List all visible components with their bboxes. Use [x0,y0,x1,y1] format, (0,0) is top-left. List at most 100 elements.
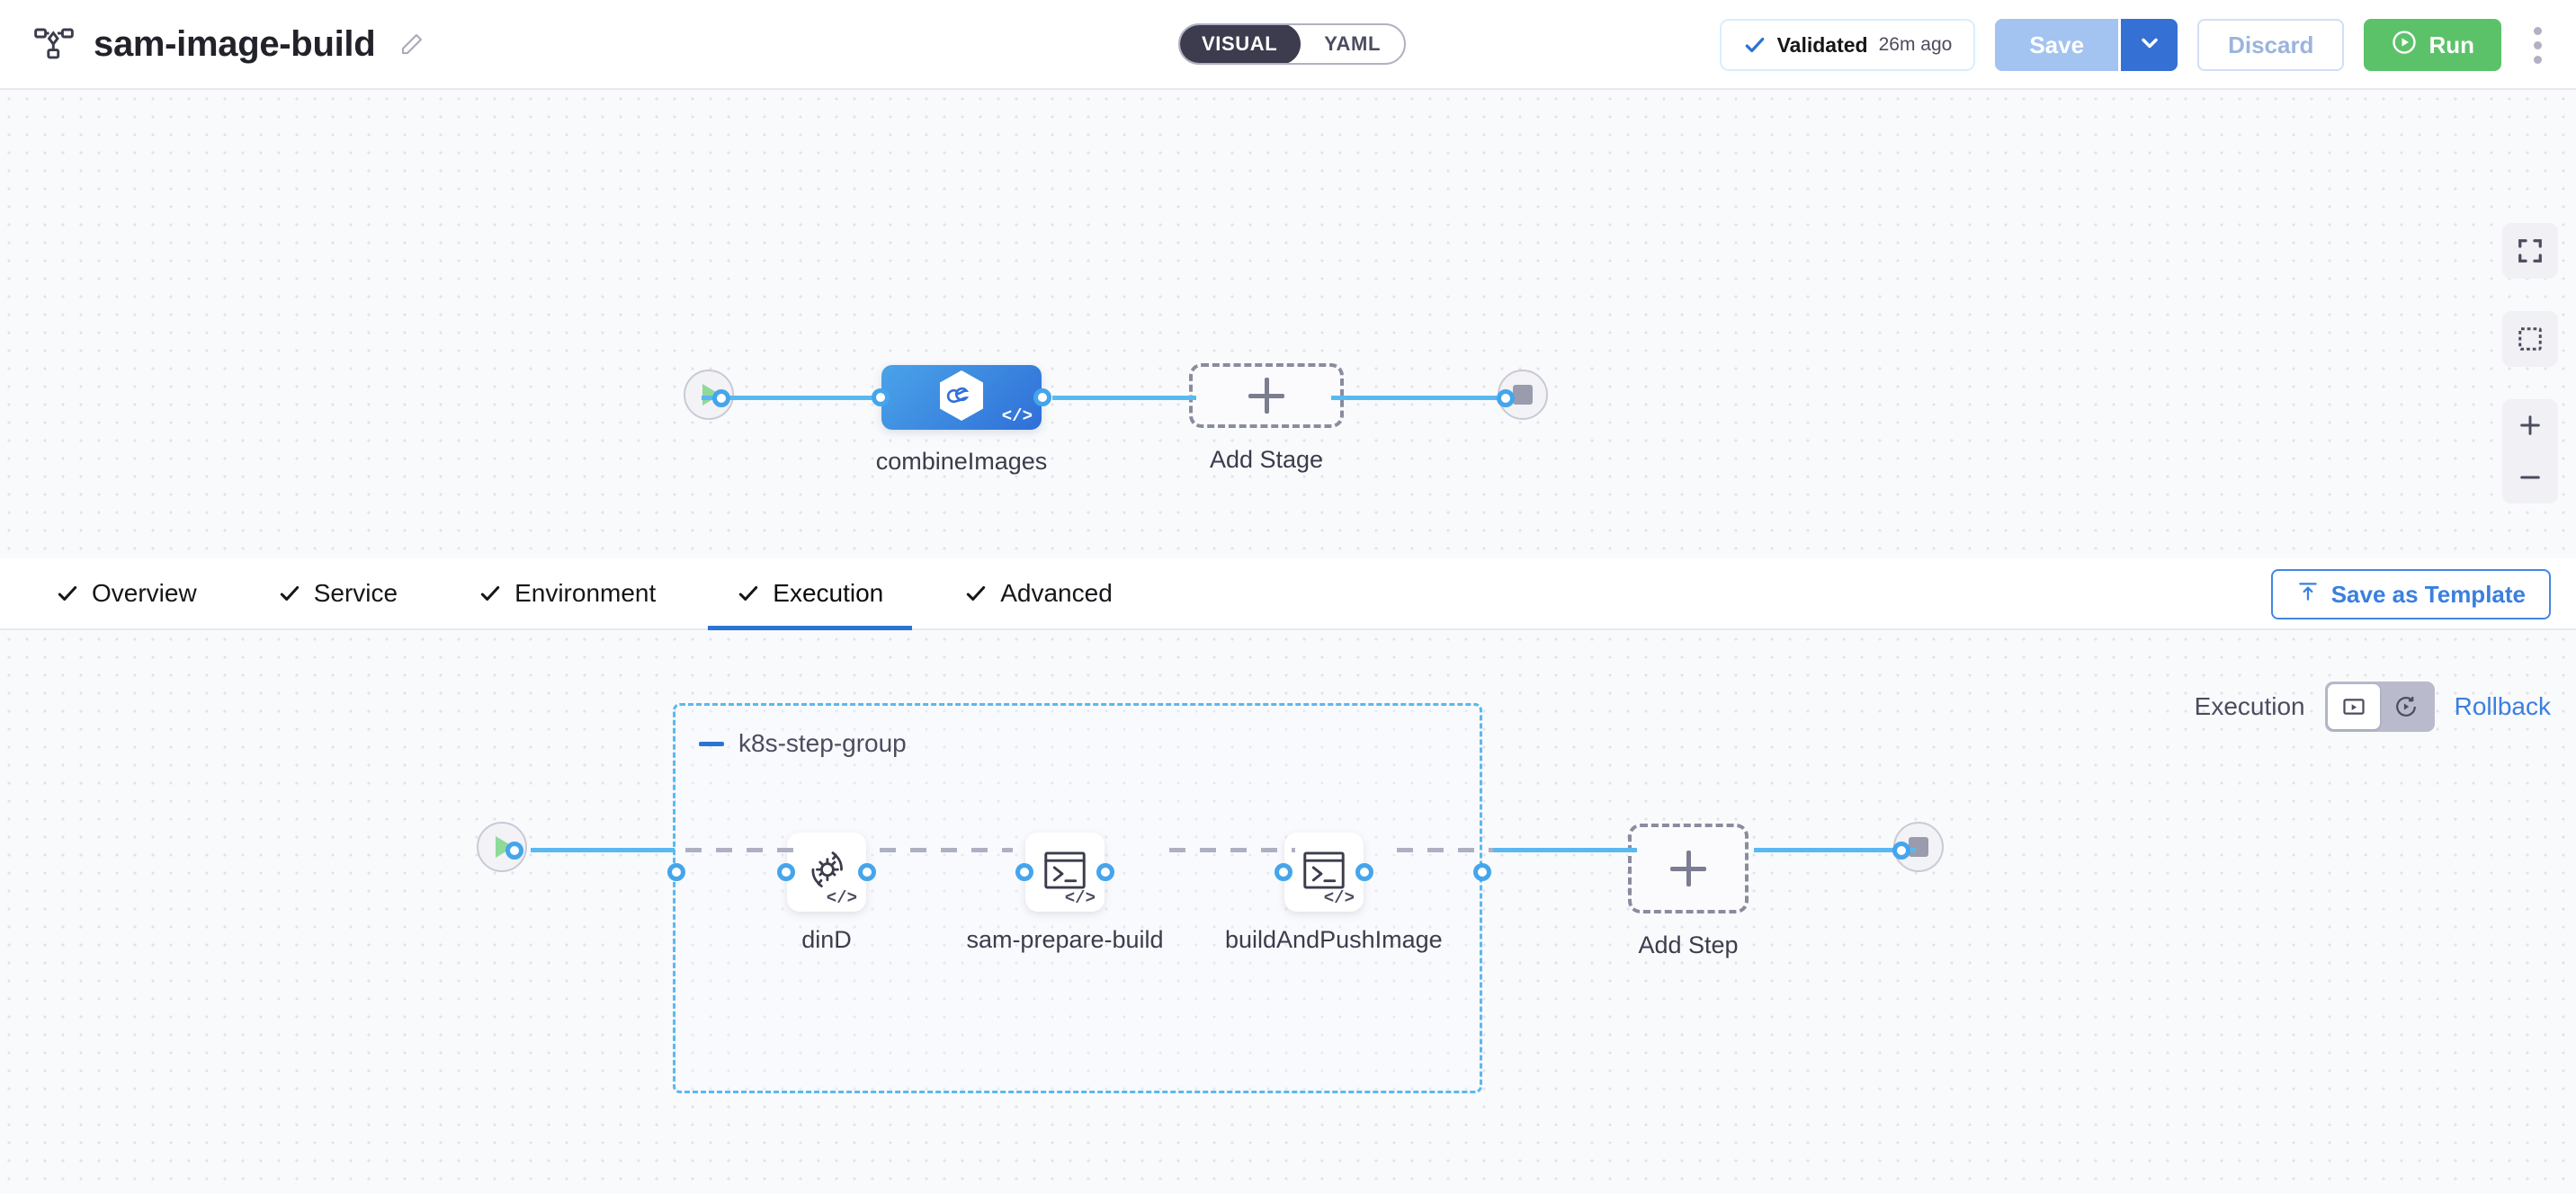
port-start-out[interactable] [712,389,730,407]
check-icon [56,582,79,605]
check-icon [278,582,301,605]
terminal-icon [1042,849,1088,896]
edge-start-to-stage [702,396,881,400]
rollback-view-icon[interactable] [2380,684,2432,729]
zoom-controls[interactable] [2502,399,2558,503]
save-button-group[interactable]: Save [1995,19,2178,71]
pencil-icon[interactable] [395,31,425,58]
tab-overview[interactable]: Overview [27,557,226,629]
edge-dind-to-prepare [880,848,1013,852]
tab-advanced[interactable]: Advanced [935,557,1141,629]
edge-addstage-to-end [1331,396,1502,400]
add-stage-label: Add Stage [1209,446,1324,473]
tab-label: Advanced [1000,579,1113,607]
fit-screen-icon[interactable] [2502,223,2558,279]
tab-environment[interactable]: Environment [450,557,684,629]
play-circle-icon [2391,29,2418,62]
stage-config-tabs[interactable]: Overview Service Environment Execution A… [0,557,2576,631]
save-as-template-label: Save as Template [2330,580,2526,608]
tab-label: Overview [92,579,197,607]
code-badge: </> [1064,888,1096,908]
port-group-in[interactable] [667,863,685,881]
port-build-in[interactable] [1275,863,1292,881]
terminal-icon [1301,849,1347,896]
port-prepare-in[interactable] [1015,863,1033,881]
step-label: dinD [801,926,852,953]
edge-build-to-groupend [1397,848,1505,852]
save-dropdown-button[interactable] [2118,19,2178,71]
stage-label: combineImages [875,448,1048,475]
discard-button[interactable]: Discard [2197,19,2345,71]
check-icon [964,582,988,605]
step-group-header[interactable]: k8s-step-group [675,706,1480,758]
stage-node-combineimages[interactable]: </> combineImages [872,365,1051,475]
edge-exec-start [531,848,675,852]
tab-label: Execution [773,579,884,607]
code-badge: </> [1323,888,1355,908]
tab-label: Service [313,579,398,607]
port-exec-start-out[interactable] [505,842,523,860]
run-button[interactable]: Run [2364,19,2501,71]
port-stage-out[interactable] [1033,388,1051,406]
stage-canvas[interactable]: </> combineImages Add Stage [0,90,2576,558]
tab-label: Environment [514,579,657,607]
add-step-label: Add Step [1638,931,1739,958]
zoom-in-button[interactable] [2502,399,2558,451]
gear-rotate-icon [802,846,851,899]
check-icon [1743,33,1767,57]
tab-service[interactable]: Service [249,557,426,629]
harness-hexagon-icon [938,370,985,426]
page-title: sam-image-build [94,23,376,64]
port-end-in[interactable] [1497,389,1515,407]
validated-label: Validated [1776,32,1868,57]
canvas-tools[interactable] [2502,223,2558,503]
port-dind-out[interactable] [858,863,876,881]
step-node-sam-prepare-build[interactable]: </> sam-prepare-build [966,833,1164,953]
port-group-out[interactable] [1473,863,1491,881]
check-icon [479,582,502,605]
tab-execution[interactable]: Execution [708,557,913,631]
check-icon [737,582,760,605]
port-exec-end-in[interactable] [1892,842,1910,860]
step-label: buildAndPushImage [1225,926,1443,953]
port-build-out[interactable] [1355,863,1373,881]
edge-stage-to-addstage [1052,396,1196,400]
validated-timestamp: 26m ago [1878,34,1953,55]
step-node-buildandpushimage[interactable]: </> buildAndPushImage [1225,833,1443,953]
execution-view-icon[interactable] [2327,684,2380,729]
execution-rollback-toggle[interactable]: Execution Rollback [2195,682,2551,732]
add-step-button[interactable]: Add Step [1628,824,1749,958]
run-label: Run [2428,31,2474,58]
port-stage-in[interactable] [872,388,890,406]
stop-icon [1909,837,1928,857]
view-mode-toggle[interactable]: VISUAL YAML [1178,23,1406,65]
step-label: sam-prepare-build [966,926,1164,953]
kebab-menu-icon[interactable] [2521,26,2551,64]
port-dind-in[interactable] [777,863,795,881]
header-left-group: sam-image-build [0,24,425,65]
code-badge: </> [826,888,857,908]
upload-template-icon [2296,580,2320,610]
step-group-title: k8s-step-group [738,729,907,757]
tab-visual[interactable]: VISUAL [1180,25,1301,63]
tab-yaml[interactable]: YAML [1324,32,1381,55]
execution-canvas[interactable]: k8s-step-group </> [0,630,2576,1194]
header-actions: Validated 26m ago Save Discard Run [1719,0,2551,90]
status-badge: Validated 26m ago [1719,19,1976,71]
zoom-out-button[interactable] [2502,451,2558,503]
save-as-template-button[interactable]: Save as Template [2270,569,2551,619]
execution-mode-label: Execution [2194,692,2305,720]
step-node-dind[interactable]: </> dinD [777,833,876,953]
rollback-label[interactable]: Rollback [2454,692,2551,720]
code-badge: </> [1001,406,1033,426]
minus-icon[interactable] [699,741,724,746]
save-button[interactable]: Save [1995,19,2119,71]
edge-group-to-addstep [1493,848,1637,852]
app-header: sam-image-build VISUAL YAML Validated 26… [0,0,2576,90]
edge-to-dind [685,848,802,852]
port-prepare-out[interactable] [1096,863,1114,881]
add-stage-button[interactable]: Add Stage [1189,363,1344,473]
edge-prepare-to-build [1169,848,1295,852]
chevron-down-icon [2137,31,2162,60]
marquee-select-icon[interactable] [2502,311,2558,367]
